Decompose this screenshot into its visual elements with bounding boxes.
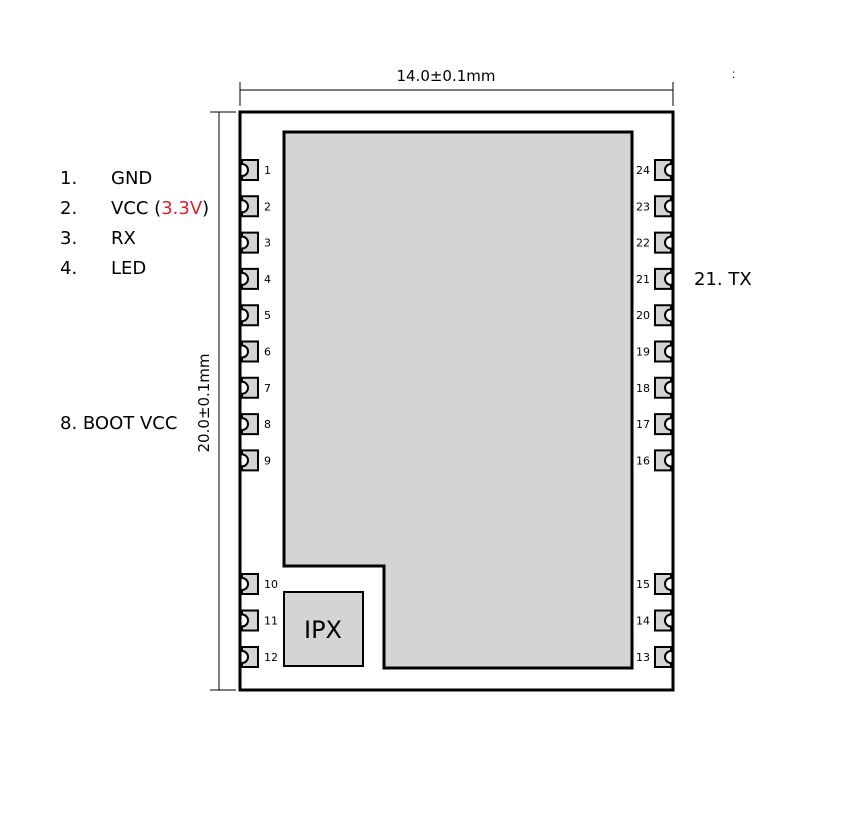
pad-shape [654, 195, 672, 218]
pin-number: 17 [636, 418, 650, 431]
pad-shape [654, 449, 672, 472]
pin-note-2-num: 2. [60, 198, 78, 219]
pad-shape [654, 304, 672, 327]
pad-shape [241, 413, 259, 436]
pad-shape [241, 340, 259, 363]
pin-pad-23: 23 [636, 195, 672, 218]
pad-shape [654, 413, 672, 436]
pad-shape [654, 340, 672, 363]
pin-pad-6: 6 [241, 340, 271, 363]
pad-shape [241, 376, 259, 399]
pin-number: 10 [264, 578, 278, 591]
voltage-highlight: 3.3V [161, 198, 203, 219]
pin-number: 19 [636, 346, 650, 359]
pin-pad-4: 4 [241, 267, 271, 290]
pin-number: 20 [636, 309, 650, 322]
pin-pad-22: 22 [636, 231, 672, 254]
pin-note-2: 2. VCC (3.3V) [60, 198, 209, 219]
pin-note-1-num: 1. [60, 168, 78, 189]
pin-number: 3 [264, 237, 271, 250]
pin-number: 12 [264, 651, 278, 664]
pin-pad-5: 5 [241, 304, 271, 327]
pin-pad-17: 17 [636, 413, 672, 436]
pin-pad-20: 20 [636, 304, 672, 327]
pad-shape [241, 304, 259, 327]
pin-pad-9: 9 [241, 449, 271, 472]
pin-pad-7: 7 [241, 376, 271, 399]
pad-shape [241, 231, 259, 254]
pad-shape [654, 573, 672, 595]
pin-note-4-num: 4. [60, 258, 78, 279]
pin-number: 5 [264, 309, 271, 322]
pad-shape [241, 159, 259, 181]
pin-note-2-suffix: ) [202, 198, 210, 219]
pin-pad-13: 13 [636, 646, 672, 668]
pin-pad-3: 3 [241, 231, 271, 254]
pin-note-3: 3. RX [60, 228, 136, 249]
pin-note-3-num: 3. [60, 228, 78, 249]
pin-note-4-label: LED [111, 258, 147, 279]
pad-shape [654, 376, 672, 399]
pad-shape [241, 195, 259, 218]
pad-shape [654, 609, 672, 632]
pin-number: 2 [264, 200, 271, 213]
pad-shape [241, 646, 259, 668]
pin-number: 23 [636, 200, 650, 213]
pad-shape [654, 646, 672, 668]
pin-pad-11: 11 [241, 609, 278, 632]
boot-note: 8. BOOT VCC [60, 413, 178, 434]
pin-number: 15 [636, 578, 650, 591]
pin-note-2-text: VCC (3.3V) [111, 199, 209, 219]
pin-number: 9 [264, 454, 271, 467]
pin-pad-18: 18 [636, 376, 672, 399]
pin-number: 1 [264, 164, 271, 177]
pin-number: 13 [636, 651, 650, 664]
pin-pad-15: 15 [636, 573, 672, 595]
pin-number: 16 [636, 454, 650, 467]
pin-number: 24 [636, 164, 650, 177]
pad-shape [241, 573, 259, 595]
pin-number: 14 [636, 615, 650, 628]
width-dimension [239, 82, 674, 106]
stray-mark: : [732, 67, 735, 81]
pin-number: 11 [264, 615, 278, 628]
pin-number: 22 [636, 237, 650, 250]
pad-shape [241, 449, 259, 472]
ipx-connector [283, 591, 364, 667]
pad-shape [241, 267, 259, 290]
pin-pad-8: 8 [241, 413, 271, 436]
pin-number: 21 [636, 273, 650, 286]
pin-note-1-label: GND [111, 168, 153, 189]
pin-number: 6 [264, 346, 271, 359]
pin-pad-14: 14 [636, 609, 672, 632]
pin-number: 18 [636, 382, 650, 395]
pin-note-1: 1. GND [60, 168, 152, 189]
pin-number: 8 [264, 418, 271, 431]
pad-shape [654, 267, 672, 290]
height-label: 20.0±0.1mm [195, 353, 213, 452]
pin-pad-12: 12 [241, 646, 278, 668]
pin-pad-1: 1 [241, 159, 271, 181]
pin-pad-16: 16 [636, 449, 672, 472]
pad-shape [241, 609, 259, 632]
pin-note-4: 4. LED [60, 258, 146, 279]
pad-shape [654, 159, 672, 181]
pin-pad-21: 21 [636, 267, 672, 290]
width-label: 14.0±0.1mm [396, 67, 495, 85]
pin-note-3-label: RX [111, 228, 136, 249]
pin-note-2-label: VCC ( [111, 198, 162, 219]
pin-pad-2: 2 [241, 195, 271, 218]
height-dimension [210, 111, 236, 691]
pin-number: 7 [264, 382, 271, 395]
ipx-label: IPX [304, 616, 342, 644]
pin-pad-24: 24 [636, 159, 672, 181]
pin-number: 4 [264, 273, 271, 286]
pin-pad-10: 10 [241, 573, 278, 595]
tx-note: 21. TX [694, 269, 752, 290]
pin-pad-19: 19 [636, 340, 672, 363]
pad-shape [654, 231, 672, 254]
shield-area [282, 130, 634, 670]
